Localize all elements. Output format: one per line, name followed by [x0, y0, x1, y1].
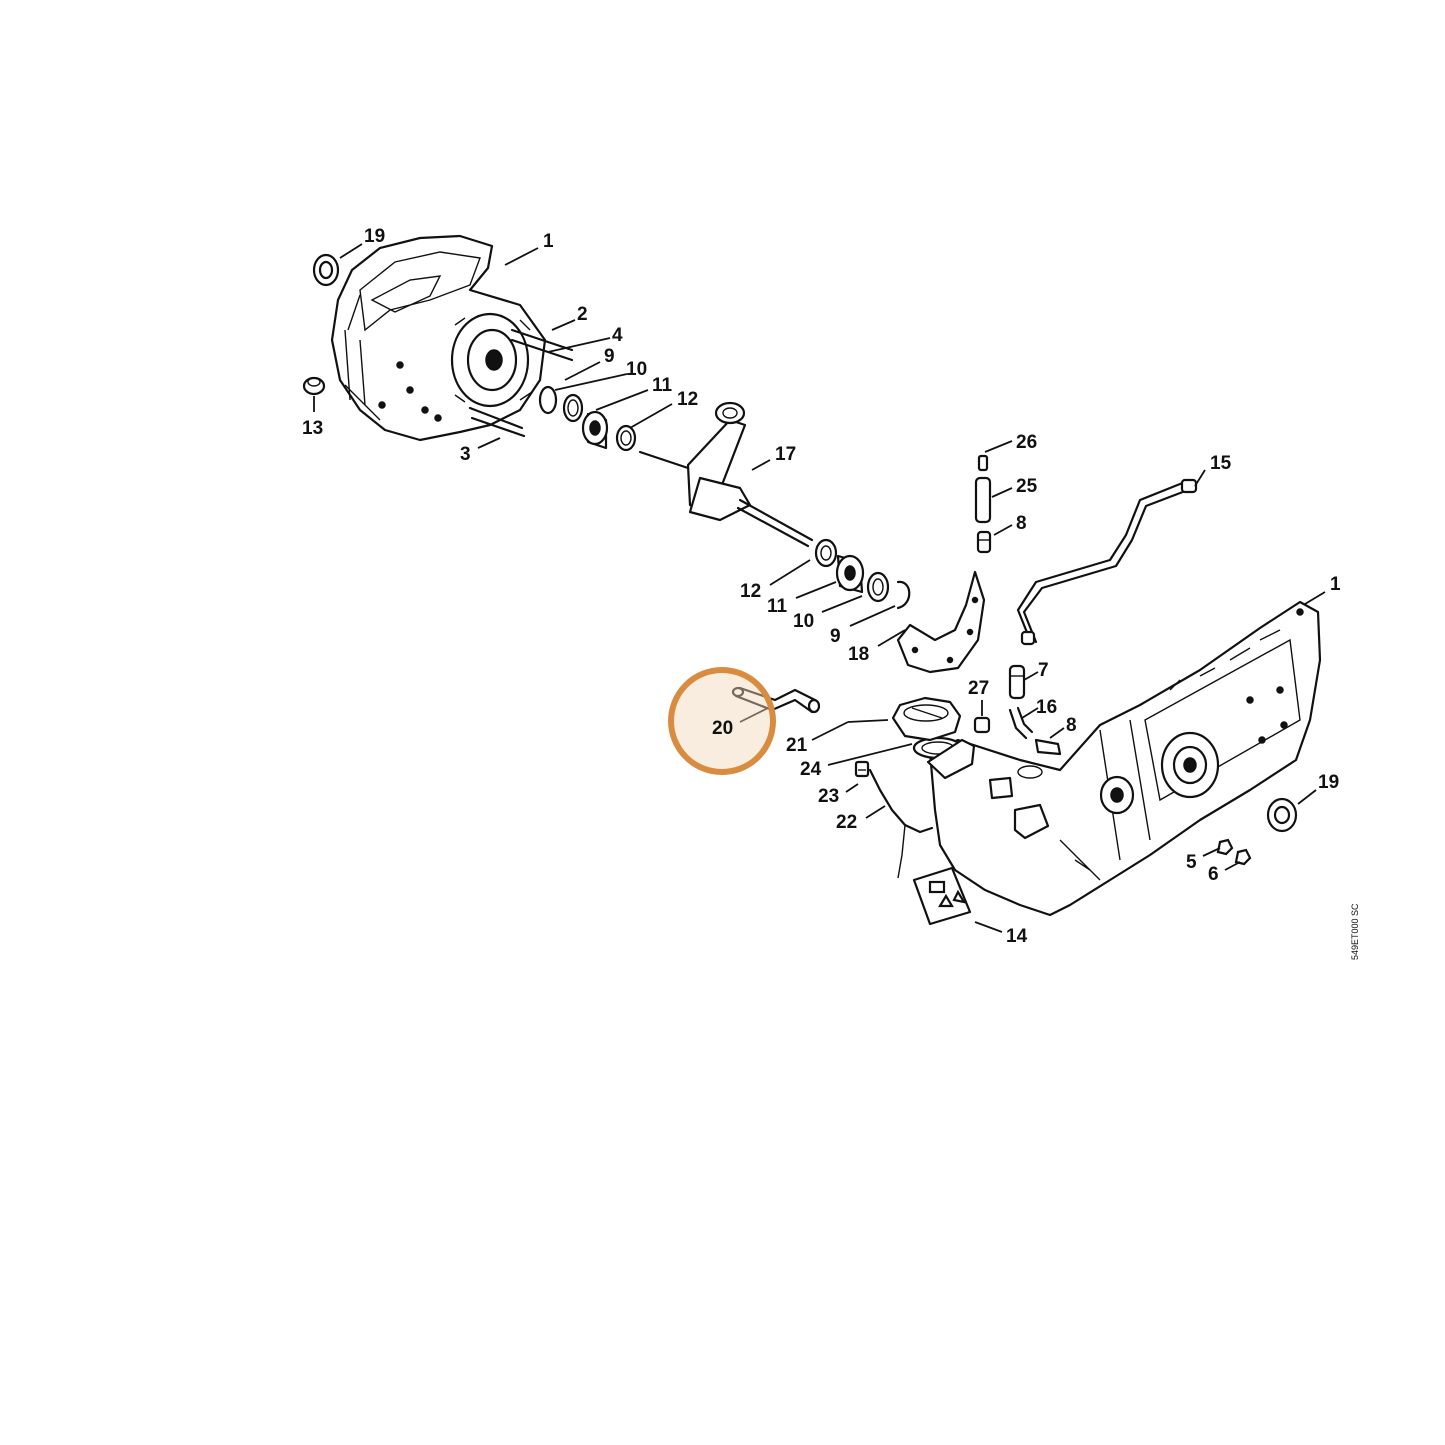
filler-cap-21[interactable]	[891, 696, 962, 742]
callout-1-upper: 1	[543, 231, 554, 252]
callout-14: 14	[1006, 926, 1028, 947]
circlip-9-upper[interactable]	[538, 385, 558, 415]
callout-labels: 19 1 2 4 9 10 11 12 13 3 17 26 25 8 15 1…	[302, 226, 1341, 947]
hose-20[interactable]	[731, 686, 821, 714]
highlight-marker[interactable]	[668, 667, 776, 775]
callout-12-lower: 12	[740, 581, 761, 602]
callout-9-lower: 9	[830, 626, 841, 647]
callout-27: 27	[968, 678, 989, 699]
callout-24: 24	[800, 759, 822, 780]
callout-9-upper: 9	[604, 346, 615, 367]
callout-10-upper: 10	[626, 359, 647, 380]
diagram-code: 549ET000 SC	[1350, 903, 1360, 960]
callout-17: 17	[775, 444, 796, 465]
plug-13[interactable]	[302, 376, 326, 396]
bearing-11-upper[interactable]	[581, 410, 609, 450]
washer-12-lower[interactable]	[814, 538, 838, 568]
fitting-8-upper[interactable]	[976, 530, 992, 554]
sleeve-25[interactable]	[974, 476, 992, 524]
cap-strap-22[interactable]	[868, 768, 934, 879]
warning-label-14[interactable]	[912, 866, 972, 926]
callout-5: 5	[1186, 852, 1197, 873]
washer-10-upper[interactable]	[562, 393, 584, 423]
callout-23: 23	[818, 786, 839, 807]
callout-12-upper: 12	[677, 389, 698, 410]
plug-27[interactable]	[973, 716, 991, 734]
callout-10-lower: 10	[793, 611, 814, 632]
callout-13: 13	[302, 418, 323, 439]
leader-lines	[313, 243, 1326, 933]
fitting-7[interactable]	[1008, 664, 1026, 700]
fitting-8-lower[interactable]	[1034, 738, 1062, 756]
callout-19-lower: 19	[1318, 772, 1339, 793]
callout-2: 2	[577, 304, 588, 325]
callout-11-lower: 11	[767, 596, 788, 617]
nut-6[interactable]	[1234, 848, 1252, 866]
callout-3: 3	[460, 444, 471, 465]
callout-16: 16	[1036, 697, 1057, 718]
washer-12-upper[interactable]	[615, 424, 637, 452]
fuel-line-15[interactable]	[1016, 478, 1198, 646]
pin-26[interactable]	[977, 454, 989, 472]
bearing-11-lower[interactable]	[835, 554, 865, 594]
callout-6: 6	[1208, 864, 1219, 885]
nut-5[interactable]	[1216, 838, 1234, 856]
callout-8-upper: 8	[1016, 513, 1027, 534]
callout-25: 25	[1016, 476, 1038, 497]
screw-23[interactable]	[854, 760, 870, 778]
callout-8-lower: 8	[1066, 715, 1077, 736]
callout-15: 15	[1210, 453, 1232, 474]
washer-10-lower[interactable]	[866, 571, 890, 603]
tank-filler-neck	[926, 738, 976, 780]
stud-2[interactable]	[510, 328, 574, 362]
callout-19-upper: 19	[364, 226, 385, 247]
callout-26: 26	[1016, 432, 1037, 453]
circlip-9-lower[interactable]	[896, 580, 911, 610]
callout-20: 20	[712, 718, 733, 739]
callout-18: 18	[848, 644, 869, 665]
crankcase-half-upper[interactable]	[330, 234, 547, 442]
callout-11-upper: 11	[652, 375, 673, 396]
crankshaft-17[interactable]	[638, 401, 814, 548]
callout-7: 7	[1038, 660, 1049, 681]
callout-1-lower: 1	[1330, 574, 1341, 595]
stud-3[interactable]	[468, 406, 526, 438]
callout-21: 21	[786, 735, 808, 756]
crankcase-half-lower[interactable]	[928, 600, 1322, 917]
callout-22: 22	[836, 812, 857, 833]
oil-seal-19-lower[interactable]	[1266, 797, 1298, 833]
hose-16[interactable]	[1008, 706, 1034, 740]
oil-seal-19-upper[interactable]	[312, 253, 340, 287]
callout-4: 4	[612, 325, 623, 346]
gasket-18[interactable]	[896, 570, 986, 674]
